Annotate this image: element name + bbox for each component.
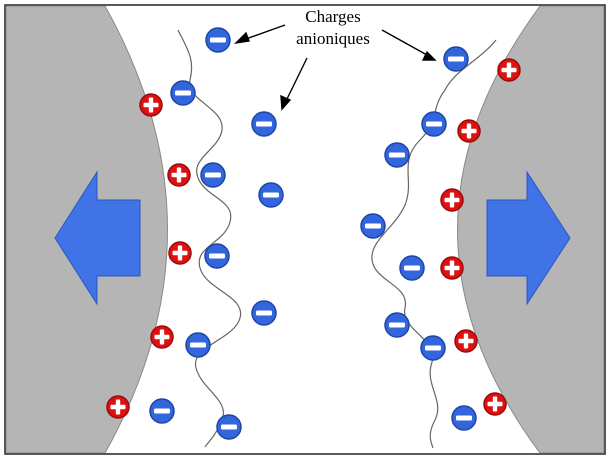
pointer-arrow-1 <box>242 24 286 41</box>
minus-circle-icon <box>200 162 226 188</box>
pointer-arrowhead-3 <box>421 50 437 61</box>
plus-circle-icon <box>457 119 481 143</box>
plus-circle-icon <box>167 163 191 187</box>
plus-circle-icon <box>150 325 174 349</box>
minus-circle-icon <box>443 46 469 72</box>
label-line-2: anioniques <box>296 29 370 48</box>
minus-circle-icon <box>149 398 175 424</box>
minus-circle-icon <box>451 405 477 431</box>
plus-circle-icon <box>139 93 163 117</box>
plus-circle-icon <box>483 392 507 416</box>
pointer-arrowhead-2 <box>280 94 292 111</box>
minus-circle-icon <box>205 27 231 53</box>
plus-circle-icon <box>454 329 478 353</box>
plus-circle-icon <box>440 256 464 280</box>
plus-circle-icon <box>106 395 130 419</box>
right-polymer-chain <box>371 39 497 449</box>
minus-circle-icon <box>251 111 277 137</box>
left-arrow-icon <box>54 170 141 306</box>
minus-circle-icon <box>399 255 425 281</box>
minus-circle-icon <box>384 142 410 168</box>
minus-circle-icon <box>421 111 447 137</box>
pointer-arrow-3 <box>381 29 428 56</box>
minus-circle-icon <box>185 332 211 358</box>
minus-circle-icon <box>258 182 284 208</box>
minus-circle-icon <box>251 300 277 326</box>
plus-circle-icon <box>168 241 192 265</box>
minus-circle-icon <box>420 335 446 361</box>
label-arrows <box>233 24 437 111</box>
minus-circle-icon <box>360 213 386 239</box>
plus-circle-icon <box>440 188 464 212</box>
right-arrow-icon <box>486 170 571 306</box>
minus-circle-icon <box>384 312 410 338</box>
minus-circle-icon <box>216 414 242 440</box>
label-line-1: Charges <box>305 7 360 26</box>
pointer-arrowhead-1 <box>233 31 250 45</box>
minus-circle-icon <box>170 80 196 106</box>
pointer-arrow-2 <box>285 57 308 102</box>
plus-circle-icon <box>497 58 521 82</box>
minus-circle-icon <box>204 243 230 269</box>
